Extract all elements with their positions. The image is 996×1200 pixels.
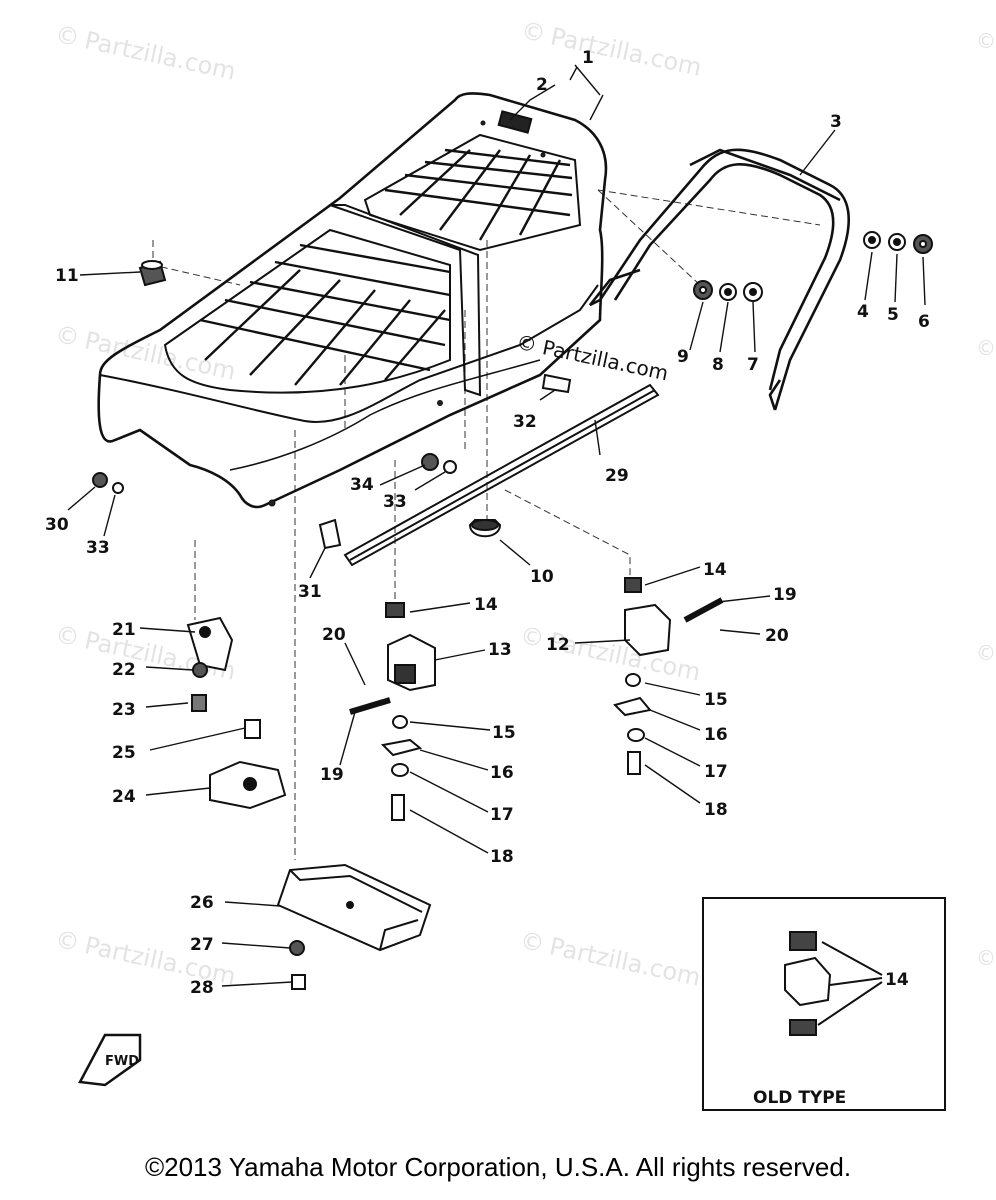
callout-21: 21 xyxy=(112,620,136,640)
callout-27: 27 xyxy=(190,935,214,955)
callout-20-left: 20 xyxy=(322,625,346,645)
exploded-parts-diagram: © Partzilla.com © Partzilla.com © Partzi… xyxy=(45,16,996,1111)
svg-text:©: © xyxy=(53,20,82,52)
svg-text:©: © xyxy=(518,926,547,958)
callout-18-right: 18 xyxy=(704,800,728,820)
callout-7: 7 xyxy=(747,355,759,375)
callout-5: 5 xyxy=(887,305,899,325)
watermark-edge: © xyxy=(976,641,996,665)
callout-12: 12 xyxy=(546,635,570,655)
callout-33-center: 33 xyxy=(383,492,407,512)
callout-33-left: 33 xyxy=(86,538,110,558)
svg-text:Partzilla.com: Partzilla.com xyxy=(82,931,238,990)
copyright-notice: ©2013 Yamaha Motor Corporation, U.S.A. A… xyxy=(144,1152,852,1182)
seat-assembly xyxy=(97,92,608,509)
callout-11: 11 xyxy=(55,266,79,286)
storage-tray xyxy=(276,863,432,990)
rail-hardware xyxy=(693,231,933,302)
callout-24: 24 xyxy=(112,787,136,807)
callout-6: 6 xyxy=(918,312,930,332)
callout-25: 25 xyxy=(112,743,136,763)
callout-16-left: 16 xyxy=(490,763,514,783)
seat-small-parts xyxy=(92,260,572,550)
callout-15-left: 15 xyxy=(492,723,516,743)
callout-3: 3 xyxy=(830,112,842,132)
old-type-label: OLD TYPE xyxy=(753,1088,846,1108)
callout-8: 8 xyxy=(712,355,724,375)
callout-28: 28 xyxy=(190,978,214,998)
watermark-edge: © xyxy=(976,946,996,970)
watermark: © Partzilla.com xyxy=(519,16,704,82)
seat-lock-parts xyxy=(186,616,287,810)
callout-23: 23 xyxy=(112,700,136,720)
callout-18-left: 18 xyxy=(490,847,514,867)
callout-31: 31 xyxy=(298,582,322,602)
forward-arrow-icon: FWD xyxy=(78,1033,142,1087)
watermark: © Partzilla.com xyxy=(53,20,238,86)
svg-text:©: © xyxy=(519,16,548,48)
callout-4: 4 xyxy=(857,302,869,322)
svg-text:Partzilla.com: Partzilla.com xyxy=(548,22,704,81)
watermark: © Partzilla.com xyxy=(518,926,703,992)
svg-text:©: © xyxy=(53,620,82,652)
callout-32: 32 xyxy=(513,412,537,432)
callout-13: 13 xyxy=(488,640,512,660)
callout-14-old: 14 xyxy=(885,970,909,990)
callout-20-right: 20 xyxy=(765,626,789,646)
seat-trim-strip xyxy=(343,383,660,567)
callout-2: 2 xyxy=(536,75,548,95)
callout-1: 1 xyxy=(582,48,594,68)
callout-17-right: 17 xyxy=(704,762,728,782)
old-type-inset: 14 OLD TYPE xyxy=(702,897,946,1111)
callout-30: 30 xyxy=(45,515,69,535)
callout-17-left: 17 xyxy=(490,805,514,825)
callout-19-right: 19 xyxy=(773,585,797,605)
watermark-edge: © xyxy=(976,29,996,53)
callout-14-right: 14 xyxy=(703,560,727,580)
callout-19-left: 19 xyxy=(320,765,344,785)
svg-text:©: © xyxy=(518,621,547,653)
callout-leaders xyxy=(67,64,926,987)
hinge-left xyxy=(349,602,436,821)
callout-26: 26 xyxy=(190,893,214,913)
callout-9: 9 xyxy=(677,347,689,367)
svg-text:©: © xyxy=(53,320,82,352)
callout-34: 34 xyxy=(350,475,374,495)
callout-10: 10 xyxy=(530,567,554,587)
callout-14-left: 14 xyxy=(474,595,498,615)
watermark-edge: © xyxy=(976,336,996,360)
callout-numbers: 1 2 3 4 5 6 7 8 9 10 11 12 13 14 14 15 1… xyxy=(45,48,930,998)
callout-22: 22 xyxy=(112,660,136,680)
forward-label: FWD xyxy=(105,1054,139,1069)
svg-text:Partzilla.com: Partzilla.com xyxy=(82,26,238,85)
svg-text:©: © xyxy=(53,925,82,957)
callout-15-right: 15 xyxy=(704,690,728,710)
watermark: © Partzilla.com xyxy=(53,320,238,386)
hinge-right xyxy=(613,577,724,775)
grab-rail xyxy=(588,148,851,411)
assembly-lines xyxy=(152,189,821,860)
svg-text:Partzilla.com: Partzilla.com xyxy=(547,932,703,991)
callout-16-right: 16 xyxy=(704,725,728,745)
callout-29: 29 xyxy=(605,466,629,486)
